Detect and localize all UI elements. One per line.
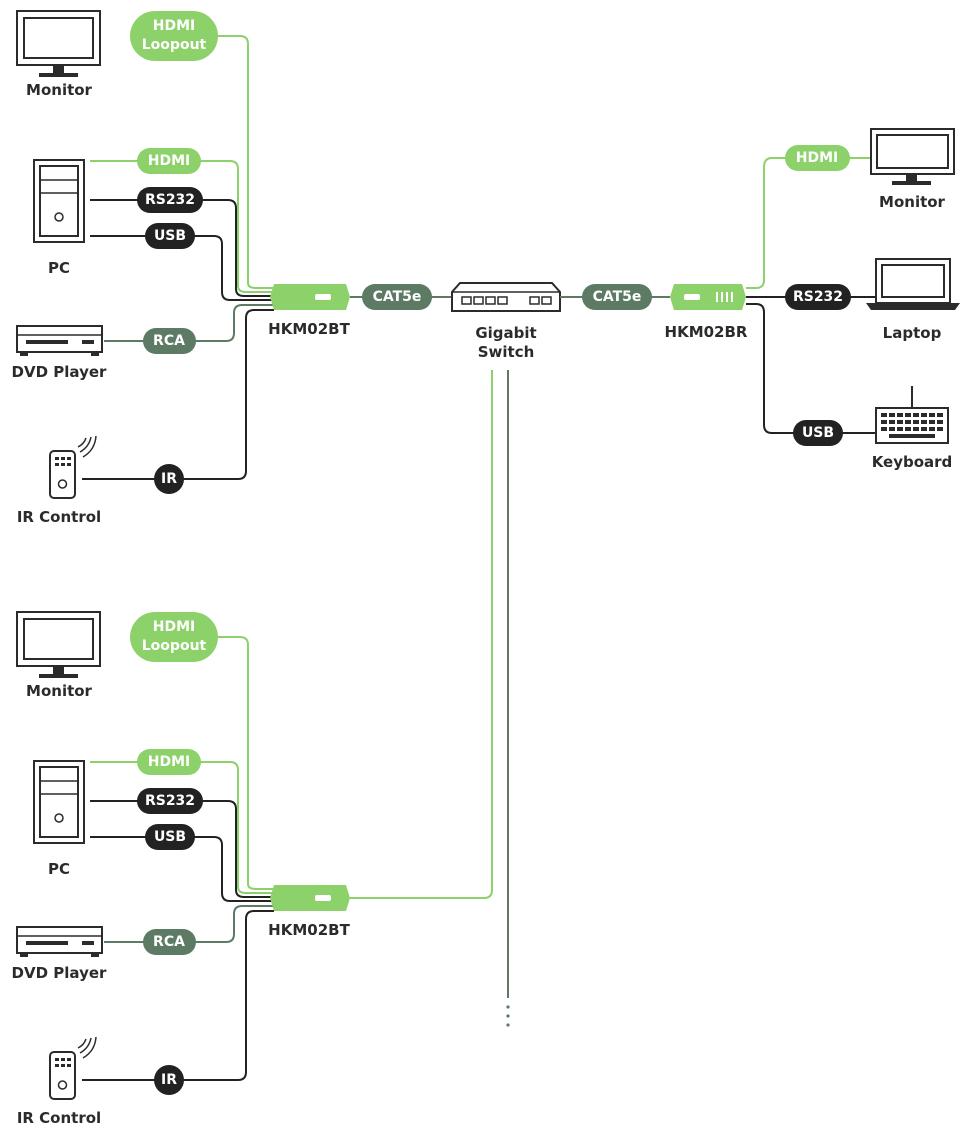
rca-pill: RCA xyxy=(143,328,196,354)
rs232-line xyxy=(90,199,274,297)
laptop-label: Laptop xyxy=(883,324,942,342)
rca-line xyxy=(104,304,274,342)
rca-pill: RCA xyxy=(143,929,196,955)
ir-pill: IR xyxy=(154,1065,184,1095)
pc-tower-icon xyxy=(33,159,85,243)
hdmi-loopout-pill: HDMI Loopout xyxy=(130,612,218,662)
network-switch-icon xyxy=(451,282,561,312)
hdmi-loopout-line xyxy=(218,636,274,890)
svg-text:RCA: RCA xyxy=(153,934,185,950)
monitor-label: Monitor xyxy=(26,682,93,700)
hdmi-out-pill: HDMI xyxy=(785,145,850,171)
source-group-top: Monitor PC DVD Player xyxy=(12,10,274,526)
usb-pill: USB xyxy=(145,824,195,850)
ir-remote-icon xyxy=(49,1036,97,1100)
rs232-pill: RS232 xyxy=(137,187,203,213)
switch-label-line1: Gigabit xyxy=(475,324,536,342)
receiver-label: HKM02BR xyxy=(665,323,748,341)
svg-text:CAT5e: CAT5e xyxy=(373,289,422,305)
svg-text:HDMI: HDMI xyxy=(153,619,195,635)
svg-text:HDMI: HDMI xyxy=(153,18,195,34)
svg-text:HDMI: HDMI xyxy=(796,150,838,166)
extender-icon xyxy=(270,284,350,310)
svg-text:IR: IR xyxy=(161,1072,177,1088)
extender-icon xyxy=(670,284,746,310)
pc-tower-icon xyxy=(33,760,85,844)
transmitter-label-top: HKM02BT xyxy=(268,320,350,338)
svg-text:Loopout: Loopout xyxy=(142,638,207,654)
hdmi-line xyxy=(90,160,274,293)
svg-text:CAT5e: CAT5e xyxy=(593,289,642,305)
rca-line xyxy=(104,905,274,943)
hdmi-loopout-pill: HDMI Loopout xyxy=(130,11,218,61)
keyboard-icon xyxy=(875,386,949,444)
svg-text:USB: USB xyxy=(154,829,186,845)
monitor-icon xyxy=(16,10,101,77)
svg-text:USB: USB xyxy=(154,228,186,244)
dvd-player-label: DVD Player xyxy=(12,363,107,381)
ir-control-label: IR Control xyxy=(17,508,101,526)
svg-text:HDMI: HDMI xyxy=(148,153,190,169)
svg-text:RS232: RS232 xyxy=(145,192,195,208)
usb-line xyxy=(90,235,274,301)
hdmi-line xyxy=(90,761,274,894)
svg-text:RS232: RS232 xyxy=(145,793,195,809)
usb-pill: USB xyxy=(145,223,195,249)
extender-icon xyxy=(270,885,350,911)
usb-out-line xyxy=(746,303,876,434)
cat5e-pill-right: CAT5e xyxy=(582,284,652,310)
svg-text:Loopout: Loopout xyxy=(142,37,207,53)
monitor-icon xyxy=(16,611,101,678)
svg-text:HDMI: HDMI xyxy=(148,754,190,770)
continuation-dots xyxy=(506,1005,510,1027)
monitor-label-right: Monitor xyxy=(879,193,946,211)
cat5e-pill-left: CAT5e xyxy=(362,284,432,310)
svg-text:USB: USB xyxy=(802,425,834,441)
monitor-icon xyxy=(870,128,955,185)
svg-text:RS232: RS232 xyxy=(793,289,843,305)
dvd-player-icon xyxy=(16,926,103,957)
hdmi-loopout-line xyxy=(218,35,274,289)
rs232-out-pill: RS232 xyxy=(785,284,851,310)
source-group-bottom: Monitor PC DVD Player IR Cont xyxy=(12,611,274,1127)
rs232-line xyxy=(90,800,274,898)
pc-label: PC xyxy=(48,860,70,878)
laptop-icon xyxy=(866,258,960,310)
monitor-label: Monitor xyxy=(26,81,93,99)
svg-text:RCA: RCA xyxy=(153,333,185,349)
keyboard-label: Keyboard xyxy=(872,453,953,471)
dvd-player-label: DVD Player xyxy=(12,964,107,982)
ir-line xyxy=(82,910,274,1081)
usb-out-pill: USB xyxy=(793,420,843,446)
ir-pill: IR xyxy=(154,464,184,494)
ir-control-label: IR Control xyxy=(17,1109,101,1127)
usb-line xyxy=(90,836,274,902)
svg-text:IR: IR xyxy=(161,471,177,487)
rs232-pill: RS232 xyxy=(137,788,203,814)
transmitter-label-bottom: HKM02BT xyxy=(268,921,350,939)
hdmi-out-line xyxy=(746,157,870,289)
switch-to-transmitter-2-line xyxy=(350,370,493,899)
switch-label-line2: Switch xyxy=(478,343,535,361)
hdmi-pill: HDMI xyxy=(137,749,201,775)
pc-label: PC xyxy=(48,259,70,277)
ir-line xyxy=(82,309,274,480)
dvd-player-icon xyxy=(16,325,103,356)
ir-remote-icon xyxy=(49,435,97,499)
hdmi-pill: HDMI xyxy=(137,148,201,174)
receiver-outputs: HDMI RS232 USB Monitor Laptop xyxy=(746,128,960,471)
